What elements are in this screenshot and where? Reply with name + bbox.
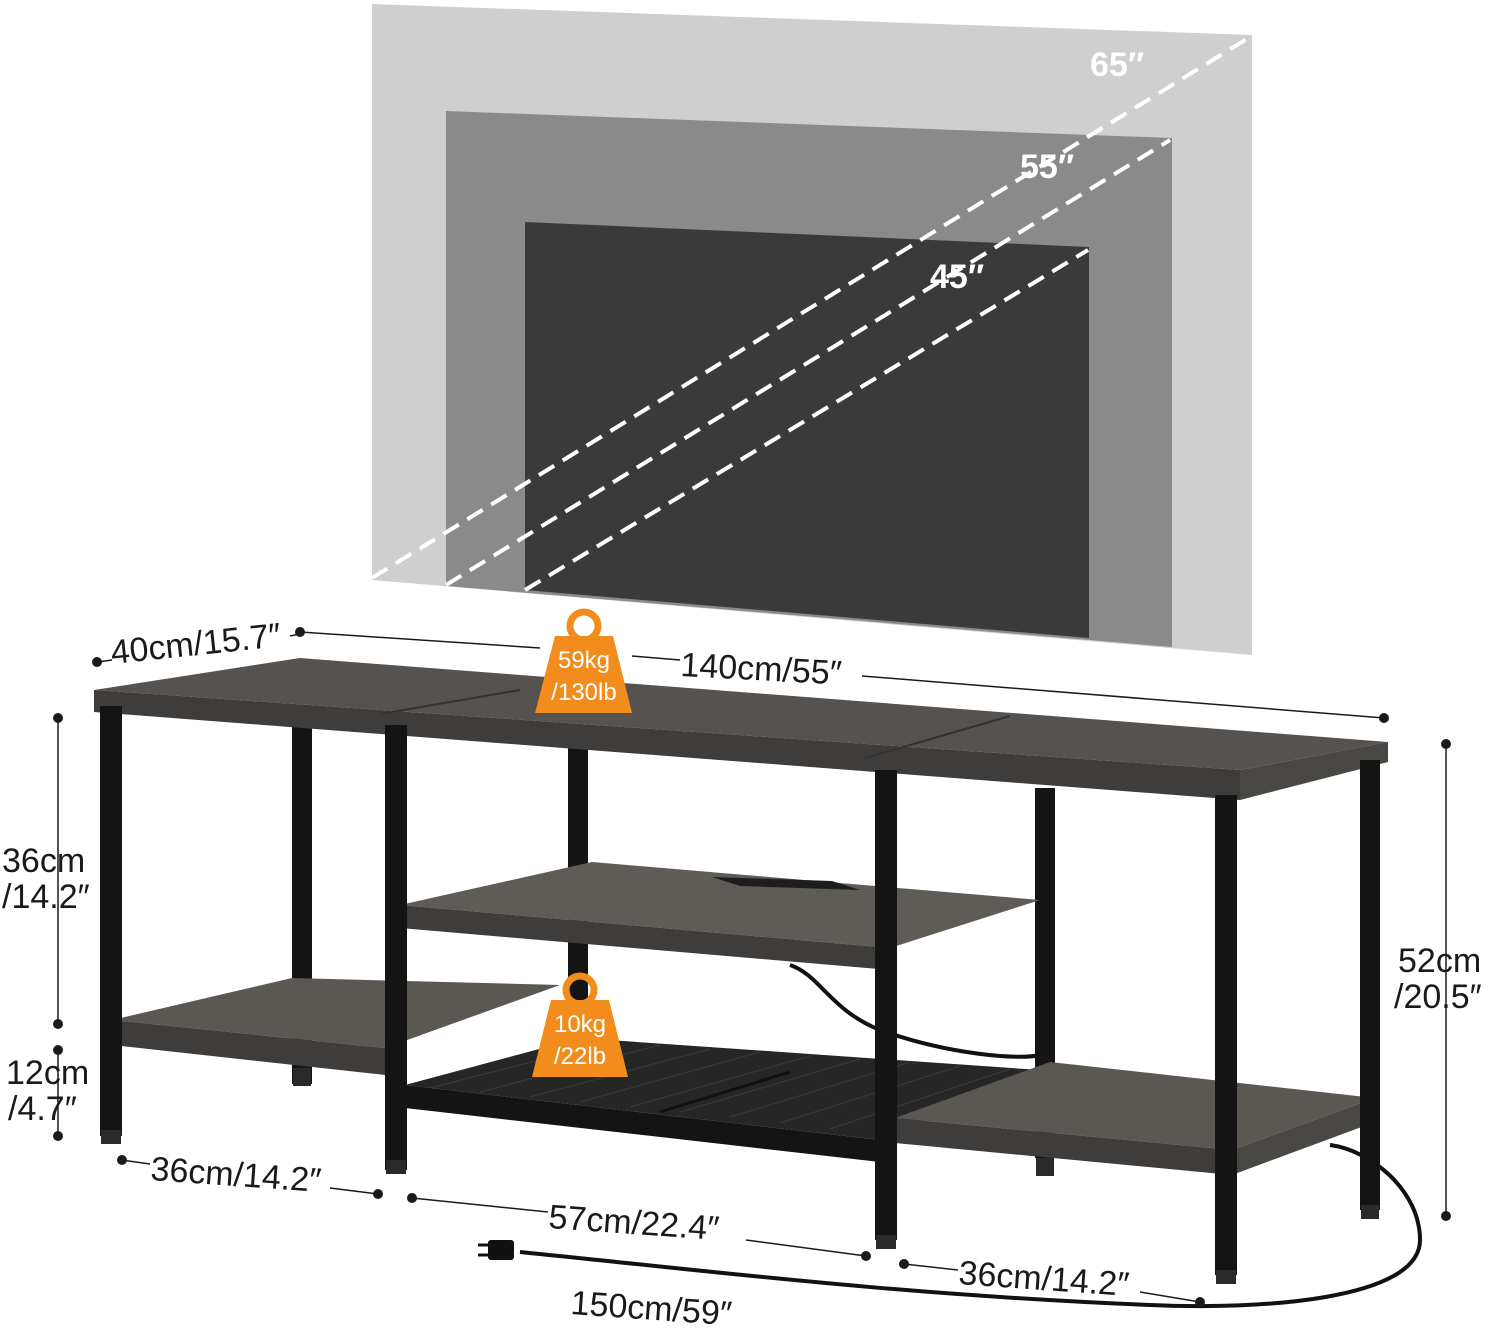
lower-height-cm-label: 12cm xyxy=(6,1054,89,1092)
foot-front-mid-right xyxy=(876,1235,896,1249)
total-height-cm-label: 52cm xyxy=(1398,942,1481,980)
tv-45-diagonal xyxy=(523,248,1090,592)
lower-height-in-label: /4.7″ xyxy=(8,1090,77,1128)
tv-45-panel xyxy=(525,222,1089,638)
mesh-pattern xyxy=(429,1041,1011,1130)
foot-back-right xyxy=(1036,1158,1054,1176)
foot-front-right xyxy=(1216,1270,1236,1284)
tabletop-seam-2 xyxy=(864,715,1011,759)
tv-65-diagonal xyxy=(370,35,1252,580)
weight-top-lb: /130lb xyxy=(551,679,616,706)
tv-size-panels: 65″ 55″ 45″ xyxy=(370,4,1252,655)
left-bottom-shelf xyxy=(112,978,560,1048)
mesh-frame-front xyxy=(405,1085,880,1162)
weight-badge-mesh: 10kg /22lb xyxy=(532,972,628,1077)
tabletop-seam-1 xyxy=(379,689,521,715)
tv-45-label: 45″ xyxy=(930,258,984,296)
cord-length-label: 150cm/59″ xyxy=(569,1284,733,1333)
length-label: 140cm/55″ xyxy=(680,646,843,692)
foot-front-left xyxy=(101,1130,121,1144)
leg-front-left xyxy=(100,706,122,1136)
foot-back-left xyxy=(293,1068,311,1086)
leg-front-right xyxy=(1215,795,1237,1275)
right-width-line xyxy=(903,1263,959,1271)
dimension-lines xyxy=(53,627,1451,1307)
tv-stand xyxy=(94,658,1423,1309)
tv-55-label: 55″ xyxy=(1020,148,1074,186)
left-bottom-shelf-edge xyxy=(112,1020,385,1075)
leg-front-mid-right xyxy=(875,770,897,1240)
weight-badge-top: 59kg /130lb xyxy=(535,608,632,713)
tv-55-diagonal xyxy=(444,138,1172,587)
plug-icon xyxy=(478,1240,514,1260)
leg-front-mid-left xyxy=(385,725,407,1170)
right-bottom-shelf xyxy=(895,1062,1375,1150)
upper-height-cm-label: 36cm xyxy=(2,842,85,880)
tv-65-label: 65″ xyxy=(1090,46,1144,84)
right-bottom-shelf-edge xyxy=(895,1118,1232,1175)
mesh-divider xyxy=(659,1070,791,1114)
power-strip xyxy=(712,877,860,890)
tabletop xyxy=(94,658,1388,770)
upper-height-in-label: /14.2″ xyxy=(2,878,90,916)
total-height-in-label: /20.5″ xyxy=(1394,978,1482,1016)
right-bottom-shelf-side xyxy=(1232,1098,1375,1175)
tabletop-side-edge xyxy=(1240,742,1388,800)
middle-shelf-edge xyxy=(400,905,890,970)
foot-back-right-corner xyxy=(1361,1205,1379,1219)
left-width-label: 36cm/14.2″ xyxy=(149,1150,322,1200)
weight-mesh-kg: 10kg xyxy=(554,1011,606,1038)
leg-back-right xyxy=(1360,760,1380,1210)
middle-width-line xyxy=(411,1197,549,1213)
weight-top-kg: 59kg xyxy=(558,647,610,674)
depth-label: 40cm/15.7″ xyxy=(109,616,283,672)
middle-width-label: 57cm/22.4″ xyxy=(547,1198,720,1248)
length-line xyxy=(299,631,541,649)
weight-mesh-lb: /22lb xyxy=(554,1043,606,1070)
tabletop-front-edge xyxy=(94,690,1240,800)
foot-front-mid-left xyxy=(386,1160,406,1174)
